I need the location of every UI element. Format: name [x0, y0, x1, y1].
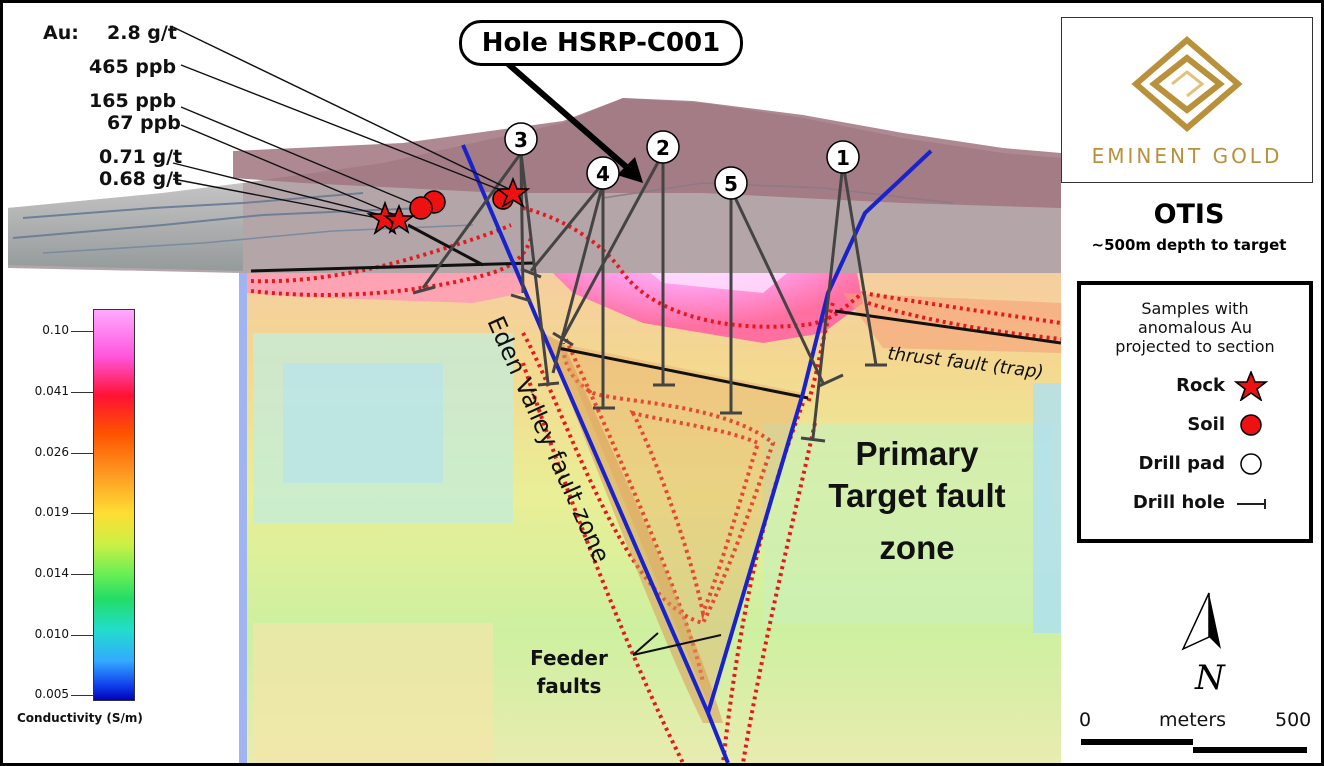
north-arrow-icon: N: [1181, 592, 1226, 695]
svg-text:5: 5: [724, 172, 738, 196]
grade-value: 465 ppb: [89, 56, 177, 78]
scale-start: 0: [1079, 709, 1092, 731]
scale-bar-right: [1193, 747, 1307, 753]
svg-text:4: 4: [596, 162, 610, 186]
legend-item-rock: Rock: [1081, 371, 1309, 401]
drill-pad-2: 2: [646, 130, 680, 164]
conductivity-color-bar: [93, 309, 135, 701]
tick-label: 0.010: [34, 627, 69, 641]
tick-label: 0.014: [34, 566, 69, 580]
drill-pad-4: 4: [586, 156, 620, 190]
legend-label: Drill pad: [1138, 453, 1225, 474]
grade-value: 2.8 g/t: [107, 22, 177, 44]
legend-item-drill-hole: Drill hole: [1081, 488, 1309, 518]
cross-section: 3 2 4 5 1 Eden Valley fault zone thrust …: [8, 26, 1062, 763]
eminent-gold-logo-icon: [1131, 36, 1243, 132]
drill-hole-icon: [1237, 499, 1266, 509]
tick-label: 0.019: [34, 505, 69, 519]
red-star-icon: [1233, 371, 1269, 401]
conductivity-title: Conductivity (S/m): [17, 711, 143, 725]
tick-mark: [71, 635, 93, 636]
thrust-faults: [250, 223, 1062, 400]
drill-pad-1: 1: [826, 140, 860, 174]
tick-label: 0.041: [34, 384, 69, 398]
red-circle-icon: [1240, 414, 1262, 436]
target-name: OTIS: [1153, 199, 1225, 230]
svg-text:2: 2: [656, 136, 670, 160]
legend-title-line: anomalous Au: [1137, 318, 1252, 337]
terrain: [8, 98, 1061, 273]
legend-title-line: Samples with: [1141, 299, 1249, 318]
rock-samples: [366, 176, 531, 236]
grade-value: 0.71 g/t: [99, 146, 183, 168]
primary-target-label: Primary Target fault zone: [828, 435, 1005, 566]
legend-item-soil: Soil: [1081, 410, 1309, 440]
legend-label: Rock: [1176, 375, 1225, 396]
logo: EMINENT GOLD: [1061, 17, 1313, 183]
tick-mark: [71, 574, 93, 575]
legend-item-drill-pad: Drill pad: [1081, 449, 1309, 479]
svg-text:faults: faults: [537, 674, 602, 698]
feeder-fault-lines: [632, 632, 722, 656]
grade-value: 0.68 g/t: [99, 168, 183, 190]
drill-holes: [412, 152, 887, 443]
svg-text:N: N: [1194, 658, 1226, 695]
tick-mark: [71, 392, 93, 393]
soil-samples: [409, 188, 514, 220]
tick-label: 0.005: [34, 687, 69, 701]
svg-text:3: 3: [514, 128, 528, 152]
svg-text:1: 1: [836, 146, 850, 170]
legend-title: Samples with anomalous Au projected to s…: [1081, 299, 1309, 356]
drill-pads: 3 2 4 5 1: [504, 122, 860, 200]
tick-mark: [71, 695, 93, 696]
tick-label: 0.10: [42, 323, 69, 337]
grade-leader-lines: [172, 26, 514, 220]
scale-end: 500: [1275, 709, 1312, 731]
tick-mark: [71, 453, 93, 454]
legend: Samples with anomalous Au projected to s…: [1077, 281, 1313, 543]
grade-value: 165 ppb: [89, 90, 177, 112]
feeder-zone: [543, 333, 723, 723]
scale-unit: meters: [1159, 709, 1227, 731]
legend-title-line: projected to section: [1115, 337, 1275, 356]
drill-pad-5: 5: [714, 166, 748, 200]
scale-bar-left: [1081, 739, 1193, 745]
au-prefix: Au:: [43, 22, 79, 44]
svg-text:Feeder: Feeder: [530, 646, 608, 670]
tick-label: 0.026: [34, 445, 69, 459]
hole-label: Hole HSRP-C001: [459, 20, 743, 66]
tick-mark: [71, 513, 93, 514]
legend-label: Drill hole: [1132, 492, 1225, 513]
target-wedge: [558, 343, 803, 703]
legend-label: Soil: [1187, 414, 1225, 435]
hole-arrow: [505, 60, 643, 183]
tick-mark: [71, 331, 93, 332]
grade-value: 67 ppb: [107, 112, 181, 134]
feeder-faults-label: Feeder faults: [530, 646, 608, 698]
svg-text:Primary: Primary: [856, 435, 980, 472]
drill-pad-3: 3: [504, 122, 538, 156]
white-circle-icon: [1240, 453, 1262, 475]
logo-name: EMINENT GOLD: [1091, 144, 1283, 168]
target-subtitle: ~500m depth to target: [1091, 236, 1287, 254]
svg-text:zone: zone: [879, 529, 954, 566]
svg-text:Target fault: Target fault: [828, 477, 1005, 514]
